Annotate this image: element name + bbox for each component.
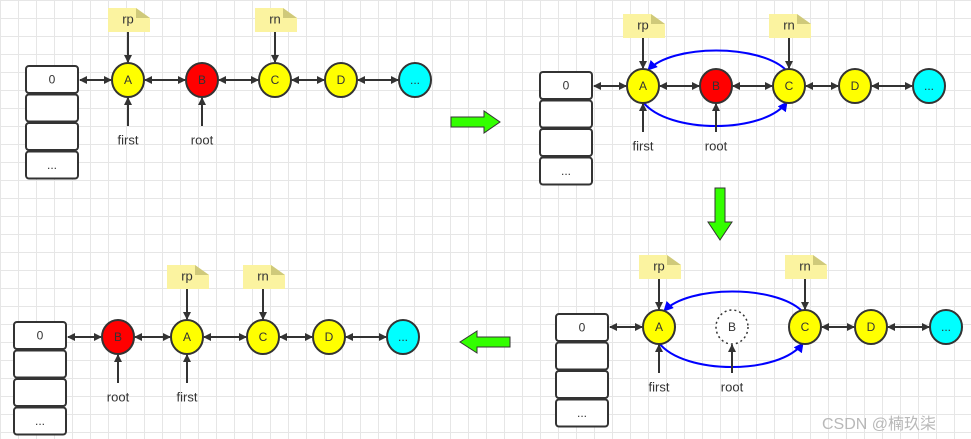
pointer-label: root [191, 133, 214, 148]
note-label: rn [257, 269, 269, 284]
pointer-label: first [118, 133, 139, 148]
array-cell-label: 0 [579, 321, 586, 335]
pointer-label: root [721, 380, 744, 395]
array-cell [539, 128, 593, 157]
note-label: rp [653, 259, 665, 274]
node-label: C [271, 73, 280, 87]
node-C [246, 319, 280, 355]
array-cell [539, 99, 593, 129]
array-cell-label: ... [561, 164, 571, 178]
node-D [324, 62, 358, 98]
node-label: ... [924, 79, 934, 93]
array-cell [539, 71, 593, 100]
node-label: C [801, 320, 810, 334]
array-cell [13, 349, 67, 379]
array-cell [25, 65, 79, 94]
note-label: rp [122, 12, 134, 27]
panel-4: 0... B A C D... rp rn root first [13, 265, 420, 436]
note-fold [667, 255, 681, 265]
array-cell [25, 93, 79, 123]
node-label: D [325, 330, 334, 344]
note-fold [283, 8, 297, 18]
node-D [312, 319, 346, 355]
pointer-label: root [705, 139, 728, 154]
node-label: B [198, 73, 206, 87]
array-cell-label: ... [35, 414, 45, 428]
node-... [398, 62, 432, 98]
array-cell [555, 398, 609, 428]
note-fold [271, 265, 285, 275]
pointer-label: first [177, 390, 198, 405]
array-cell-label: 0 [49, 73, 56, 87]
note-label: rp [637, 18, 649, 33]
node-label: C [785, 79, 794, 93]
pointer-label: first [633, 139, 654, 154]
array-cell [25, 150, 79, 180]
node-label: ... [941, 320, 951, 334]
array-cell [539, 156, 593, 186]
node-label: A [124, 73, 132, 87]
watermark: CSDN @楠玖柒 [822, 416, 937, 433]
node-label: A [639, 79, 647, 93]
pointer-label: root [107, 390, 130, 405]
prev-link-curve [663, 290, 803, 312]
array-cell-label: ... [47, 158, 57, 172]
note-label: rn [799, 259, 811, 274]
step-arrow-left [459, 330, 511, 354]
step-arrow-right [450, 110, 501, 134]
node-label: D [337, 73, 346, 87]
node-label: D [851, 79, 860, 93]
panel-3: 0... A B C D... rp rn first root [555, 255, 963, 428]
node-label: C [259, 330, 268, 344]
node-D [854, 309, 888, 345]
note-fold [195, 265, 209, 275]
node-... [929, 309, 963, 345]
node-label: ... [398, 330, 408, 344]
note-label: rn [269, 12, 281, 27]
array-cell [555, 313, 609, 342]
node-label: ... [410, 73, 420, 87]
node-label: B [728, 320, 736, 334]
note-label: rn [783, 18, 795, 33]
array-cell [13, 378, 67, 407]
note-fold [797, 14, 811, 24]
node-C [258, 62, 292, 98]
note-fold [813, 255, 827, 265]
array-cell-label: ... [577, 406, 587, 420]
note-label: rp [181, 269, 193, 284]
array-cell [13, 406, 67, 436]
array-cell [555, 341, 609, 371]
prev-link-curve [647, 49, 787, 71]
node-label: A [183, 330, 191, 344]
array-cell [13, 321, 67, 350]
node-... [912, 68, 946, 104]
node-D [838, 68, 872, 104]
node-label: B [114, 330, 122, 344]
array-cell [25, 122, 79, 151]
step-arrow-down [707, 187, 733, 241]
node-C [772, 68, 806, 104]
array-cell [555, 370, 609, 399]
panel-1: 0... A B C D... rp rn first root [25, 8, 432, 180]
node-label: D [867, 320, 876, 334]
array-cell-label: 0 [37, 329, 44, 343]
node-label: B [712, 79, 720, 93]
panel-2: 0... A B C D... rp rn first root [539, 14, 946, 186]
node-... [386, 319, 420, 355]
array-cell-label: 0 [563, 79, 570, 93]
node-label: A [655, 320, 663, 334]
node-C [788, 309, 822, 345]
note-fold [651, 14, 665, 24]
note-fold [136, 8, 150, 18]
pointer-label: first [649, 380, 670, 395]
